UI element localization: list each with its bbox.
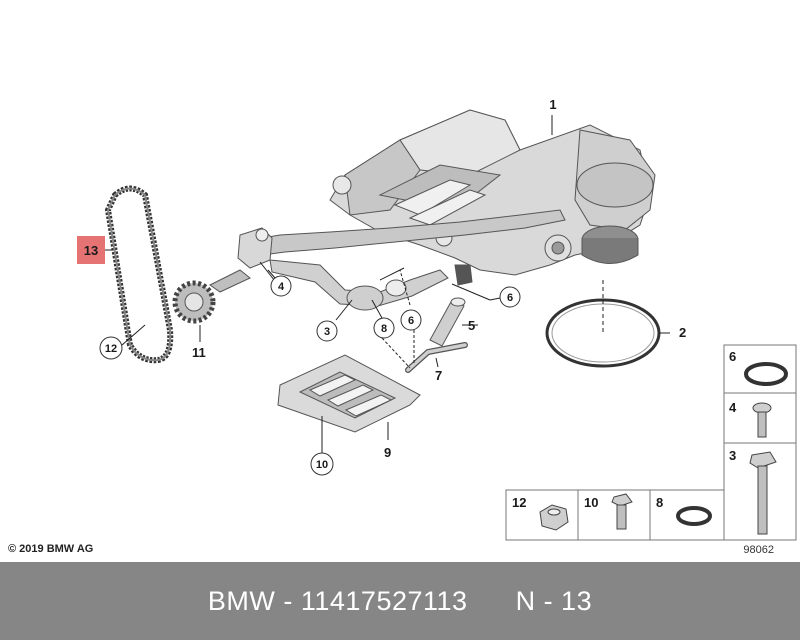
callout-4: 4	[278, 281, 285, 293]
callout-10-circle	[310, 452, 334, 476]
legend-4: 4	[729, 400, 737, 415]
callout-13[interactable]: 13	[84, 243, 98, 258]
bolt-long-icon	[749, 451, 777, 535]
drive-chain[interactable]	[104, 185, 174, 364]
legend-6: 6	[729, 349, 736, 364]
callout-10: 10	[316, 459, 328, 471]
leader-lines	[104, 115, 670, 455]
callout-12-circle	[99, 336, 123, 360]
sleeve[interactable]	[429, 297, 466, 347]
o-ring-icon	[744, 362, 788, 386]
footer-gap	[468, 586, 516, 617]
callout-11: 11	[192, 345, 206, 360]
baffle-plate[interactable]	[277, 354, 421, 433]
callout-1: 1	[549, 97, 556, 112]
copyright: © 2019 BMW AG	[8, 543, 94, 555]
legend-8: 8	[656, 495, 663, 510]
footer-part-number[interactable]: 11417527113	[300, 585, 468, 616]
diagram-number: 98062	[743, 544, 774, 556]
callout-9: 9	[384, 445, 391, 460]
screw-icon	[611, 493, 633, 530]
callout-7: 7	[435, 368, 442, 383]
callout-3: 3	[324, 326, 330, 338]
callout-13-highlight[interactable]	[77, 236, 105, 264]
nut-icon	[539, 504, 569, 531]
oil-pump-body[interactable]	[329, 109, 656, 286]
footer-position: N - 13	[515, 585, 593, 616]
footer-separator: -	[275, 585, 301, 616]
callout-labels: 1 2 3 4 5 6 6 7 8 9 10 11 12 13	[77, 97, 686, 476]
seal-ring-icon	[676, 506, 712, 526]
suction-pipe[interactable]	[209, 209, 566, 311]
legend-3: 3	[729, 448, 736, 463]
callout-6a-circle	[499, 286, 521, 308]
legend-12: 12	[512, 495, 526, 510]
legend-10: 10	[584, 495, 598, 510]
exploded-parts-diagram: 1 2 3 4 5 6 6 7 8 9 10 11 12 13 6 4	[77, 97, 797, 556]
callout-6a: 6	[507, 292, 513, 304]
footer-brand: BMW	[207, 585, 276, 616]
callout-6b: 6	[408, 315, 414, 327]
callout-8: 8	[381, 323, 387, 335]
callout-6b-circle	[400, 309, 422, 331]
bolt-short-icon	[752, 402, 772, 438]
sprocket[interactable]	[172, 280, 216, 324]
callout-2: 2	[679, 325, 686, 340]
callout-3-circle	[316, 320, 338, 342]
parts-legend: 6 4 3 12 10 8 98062	[505, 344, 797, 556]
callout-4-circle	[270, 275, 292, 297]
callout-12: 12	[105, 343, 117, 355]
footer-bar: BMW - 11417527113 N - 13	[0, 562, 800, 640]
callout-8-circle	[373, 317, 395, 339]
callout-5: 5	[468, 318, 475, 333]
tube[interactable]	[405, 342, 468, 373]
